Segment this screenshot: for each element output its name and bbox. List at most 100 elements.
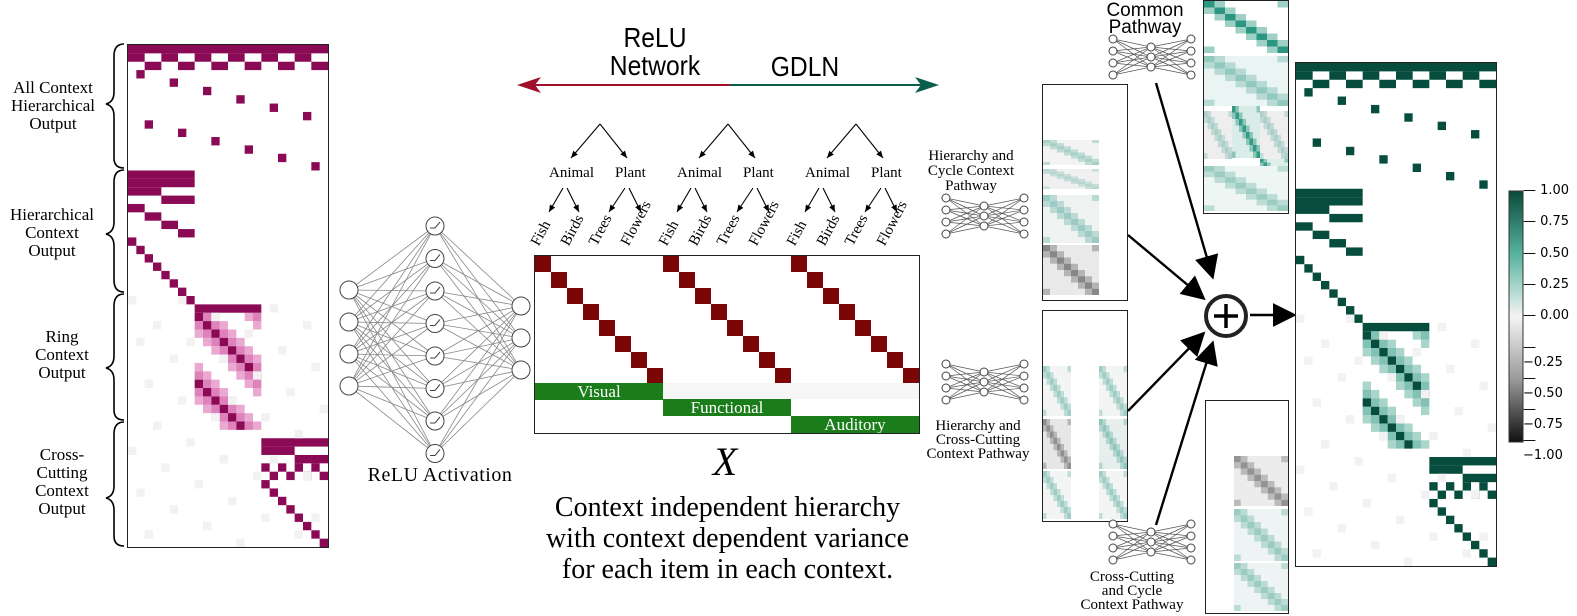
pathway-block	[1099, 471, 1127, 519]
pathway-cell	[1043, 195, 1050, 201]
mini-neuron	[1186, 543, 1196, 553]
pathway-cell	[1214, 56, 1225, 63]
arrow-head	[829, 204, 835, 212]
pathway-cell	[1274, 554, 1282, 561]
pathway-cell	[1239, 119, 1243, 126]
pathway-cell	[1043, 161, 1050, 165]
pathway-cell	[1050, 174, 1057, 177]
connection	[1112, 56, 1152, 76]
matrix-cell	[194, 53, 212, 62]
pathway-block	[1204, 166, 1288, 211]
matrix-cell	[1404, 440, 1413, 449]
pathway-cell	[1260, 111, 1264, 117]
connection	[945, 375, 985, 393]
matrix-cell	[1429, 457, 1496, 466]
pathway-cell	[1078, 155, 1085, 159]
pathway-cell	[1234, 569, 1241, 575]
pathway-cell	[1228, 111, 1232, 117]
pathway-cell	[1043, 462, 1047, 469]
relu-gdln-arrow	[517, 77, 939, 93]
pathway-cell	[1067, 507, 1071, 513]
connection	[1112, 38, 1152, 48]
pathway-cell	[1240, 569, 1248, 575]
pathway-cell	[1225, 171, 1236, 178]
matrix-noise-cell	[1354, 457, 1363, 466]
pathway-cell	[1092, 245, 1099, 252]
arrow-head	[699, 150, 706, 158]
pathway-cell	[1225, 153, 1229, 159]
pathway-cell	[1267, 40, 1278, 47]
hidden-relu-neuron	[425, 249, 445, 268]
pathway-cell	[1260, 162, 1264, 166]
connection	[1150, 38, 1192, 68]
pathway-cell	[1078, 181, 1085, 184]
pathway-cell	[1254, 581, 1261, 587]
matrix-noise-cell	[186, 438, 195, 447]
matrix-noise-cell	[1354, 356, 1363, 365]
connection	[434, 225, 522, 307]
matrix-cell	[236, 421, 245, 430]
connection	[1150, 50, 1192, 58]
pathway-block	[1043, 169, 1099, 189]
matrix-noise-cell	[286, 388, 295, 397]
pathway-cell	[1123, 513, 1127, 519]
matrix-cell	[211, 137, 220, 146]
pathway-cell	[1123, 366, 1127, 373]
pathway-cell	[1064, 152, 1071, 156]
pathway-cell	[1102, 378, 1106, 385]
connection	[1150, 523, 1192, 543]
input-diagonal-cell	[551, 272, 567, 288]
pathway-cell	[1116, 456, 1120, 463]
pathway-cell	[1109, 391, 1113, 398]
matrix-cell	[244, 346, 253, 355]
matrix-cell	[1362, 415, 1371, 424]
pathway-cell	[1253, 145, 1257, 152]
brace-label-all-context: All Context Hierarchical Output	[11, 78, 95, 133]
tree-parent-animal: Animal	[549, 165, 594, 181]
pathway-cell	[1067, 403, 1071, 410]
matrix-noise-cell	[1437, 322, 1446, 332]
hidden-relu-neuron	[425, 444, 445, 463]
pathway-cell	[1214, 1, 1225, 8]
pathway-cell	[1099, 425, 1103, 432]
hidden-relu-neuron	[425, 216, 445, 236]
connection	[983, 205, 1025, 235]
matrix-noise-cell	[219, 454, 228, 464]
mini-neuron	[1108, 519, 1118, 529]
matrix-cell	[1421, 339, 1430, 349]
matrix-cell	[1396, 356, 1405, 365]
relu-icon	[430, 449, 441, 456]
matrix-cell	[1446, 482, 1455, 491]
connection	[983, 363, 1025, 373]
connection	[348, 258, 436, 387]
pathway-cell	[1043, 419, 1047, 426]
connection	[1150, 523, 1192, 533]
pathway-cell	[1085, 225, 1092, 231]
pathway-cell	[1092, 184, 1099, 187]
input-diagonal-cell	[903, 368, 919, 384]
connection	[1150, 523, 1192, 553]
pathway-cell	[1267, 87, 1278, 94]
pathway-cell	[1092, 195, 1099, 201]
mini-neuron	[1108, 46, 1118, 56]
pathway-cell	[1260, 117, 1264, 123]
matrix-noise-cell	[228, 396, 237, 405]
arrow-head	[805, 204, 812, 212]
matrix-cell	[253, 379, 262, 389]
pathway-cell	[1046, 372, 1050, 379]
matrix-cell	[278, 61, 295, 71]
pathway-cell	[1235, 188, 1246, 195]
pathway-cell	[1092, 282, 1099, 289]
matrix-cell	[1371, 356, 1380, 365]
pathway-cell	[1113, 437, 1117, 444]
pathway-cell	[1050, 477, 1054, 483]
matrix-noise-cell	[1296, 314, 1305, 323]
connection	[348, 385, 436, 454]
pathway-cell	[1113, 384, 1117, 391]
connection	[1150, 38, 1192, 48]
pathway-cell	[1116, 450, 1120, 457]
pathway-cell	[1106, 425, 1110, 432]
pathway-cell	[1060, 403, 1064, 410]
matrix-cell	[1379, 79, 1396, 89]
pathway-cell	[1106, 483, 1110, 489]
